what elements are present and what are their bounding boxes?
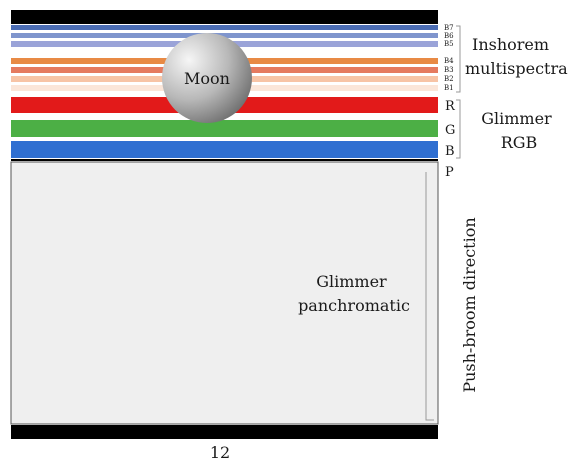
rgb-group-label: Glimmer RGB: [481, 109, 557, 152]
pan-line-2: panchromatic: [298, 296, 410, 315]
rgb-line-1: Glimmer: [481, 109, 552, 128]
band-b7-label: B7: [444, 24, 454, 32]
band-g-stripe: [11, 120, 438, 137]
inshore-brace: [456, 25, 461, 93]
band-b4-label: B4: [444, 57, 454, 65]
inshore-group-label: Inshorem multispectra: [465, 35, 568, 78]
panchromatic-area: [10, 161, 439, 425]
band-b6-stripe: [11, 33, 438, 38]
panchromatic-label: Glimmer panchromatic: [298, 272, 410, 315]
moon-circle: [162, 33, 252, 123]
rgb-brace: [456, 99, 461, 159]
top-frame-bar: [11, 10, 438, 24]
pan-line-1: Glimmer: [316, 272, 387, 291]
direction-label: Push-broom direction: [460, 217, 479, 392]
band-b-label: B: [445, 144, 455, 159]
band-b-stripe: [11, 141, 438, 158]
band-b5-label: B5: [444, 40, 454, 48]
moon-label: Moon: [184, 69, 230, 88]
rgb-line-2: RGB: [501, 133, 538, 152]
bottom-frame-bar: [11, 425, 438, 439]
band-r-label: R: [445, 99, 456, 114]
band-b6-label: B6: [444, 32, 454, 40]
pan-brace: [425, 172, 434, 421]
band-b7-stripe: [11, 25, 438, 30]
band-b1-label: B1: [444, 84, 454, 92]
band-b3-label: B3: [444, 66, 454, 74]
inshore-line-1: Inshorem: [472, 35, 549, 54]
band-g-label: G: [445, 123, 455, 138]
band-p-label: P: [445, 165, 454, 180]
band-b2-label: B2: [444, 75, 454, 83]
bottom-label: 12: [210, 443, 230, 461]
inshore-line-2: multispectra: [465, 59, 568, 78]
